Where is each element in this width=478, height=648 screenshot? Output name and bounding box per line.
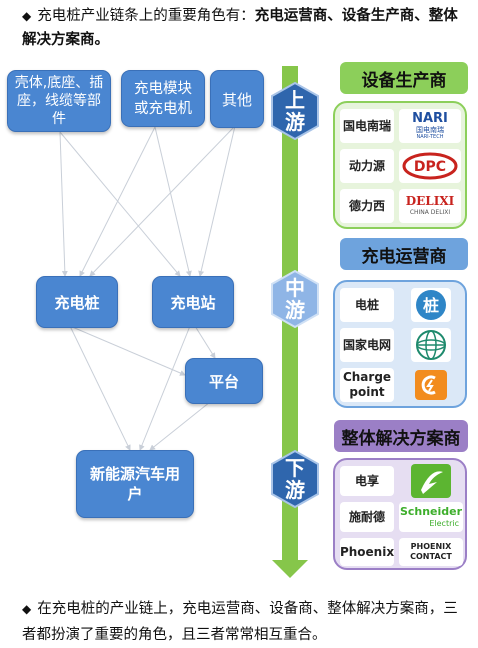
- hexagon-icon: [271, 82, 319, 140]
- link-pile-users: [69, 325, 131, 451]
- phoenix-logo: PHOENIX CONTACT: [399, 538, 463, 566]
- svg-text:桩: 桩: [423, 296, 439, 315]
- link-station-users: [139, 325, 191, 451]
- node-charging-module: 充电模块或充电机: [121, 70, 205, 127]
- conclusion-body: 在充电桩的产业链上，充电运营商、设备商、整体解决方案商，三者都扮演了重要的角色，…: [22, 601, 458, 643]
- node-charging-station: 充电站: [152, 276, 234, 328]
- panel-equipment: 国电南瑞 NARI 国电南瑞 NARI-TECH 动力源 DPC 德力西 DEL…: [333, 101, 467, 229]
- chargepoint-logo: [415, 370, 447, 400]
- panel-solution: 电享 施耐德 Schneider Electric Phoenix PHOENI…: [333, 458, 467, 570]
- company-dianxiang-label: 电享: [340, 466, 394, 496]
- conclusion-text: ◆在充电桩的产业链上，充电运营商、设备商、整体解决方案商，三者都扮演了重要的角色…: [22, 596, 472, 648]
- nari-logo: NARI 国电南瑞 NARI-TECH: [399, 109, 461, 143]
- company-nari-label: 国电南瑞: [340, 109, 394, 143]
- company-dianzhuang-label: 电桩: [340, 288, 394, 322]
- stategrid-logo: [411, 328, 451, 362]
- link-module-pile: [79, 126, 156, 277]
- dpc-logo: DPC: [399, 149, 461, 183]
- link-pile-platform: [69, 325, 186, 376]
- dianzhuang-logo: 桩: [411, 288, 451, 322]
- delixi-logo: DELIXI CHINA DELIXI: [399, 189, 461, 223]
- company-dpc-label: 动力源: [340, 149, 394, 183]
- bullet-icon: ◆: [22, 9, 32, 23]
- company-chargepoint-label: Charge point: [340, 368, 394, 402]
- hex-downstream: 下 游: [270, 450, 320, 508]
- dpc-swirl-icon: DPC: [402, 152, 458, 180]
- svg-text:DPC: DPC: [414, 159, 446, 175]
- link-other-pile: [89, 125, 236, 277]
- link-shell-pile: [59, 131, 68, 277]
- hex-upstream: 上 游: [270, 82, 320, 140]
- company-phoenix-label: Phoenix: [340, 538, 394, 566]
- chargepoint-plug-icon: [421, 375, 436, 395]
- intro-text: ◆ 充电桩产业链条上的重要角色有：充电运营商、设备生产商、整体解决方案商。: [22, 4, 472, 52]
- schneider-logo: Schneider Electric: [399, 502, 463, 532]
- link-other-station: [198, 125, 236, 277]
- link-module-station: [154, 126, 192, 277]
- hex-midstream: 中 游: [270, 270, 320, 328]
- bullet-icon: ◆: [22, 602, 32, 616]
- node-platform: 平台: [185, 358, 263, 404]
- link-platform-users: [149, 401, 211, 451]
- node-other: 其他: [210, 70, 264, 128]
- dianxiang-logo: [411, 464, 451, 498]
- intro-lead: 充电桩产业链条上的重要角色有：: [37, 8, 255, 24]
- hexagon-icon: [271, 270, 319, 328]
- intro-emphasis: 充电运营商、设备生产商、整体解决方案商。: [22, 8, 458, 48]
- dianxiang-bolt-icon: [421, 471, 443, 494]
- company-schneider-label: 施耐德: [340, 502, 394, 532]
- category-solution-title: 整体解决方案商: [334, 420, 468, 452]
- hexagon-icon: [271, 450, 319, 508]
- company-delixi-label: 德力西: [340, 189, 394, 223]
- company-stategrid-label: 国家电网: [340, 328, 394, 362]
- link-station-platform: [194, 325, 216, 359]
- dianzhuang-icon: 桩: [416, 290, 446, 320]
- category-equipment-title: 设备生产商: [340, 62, 468, 94]
- node-charging-pile: 充电桩: [36, 276, 118, 328]
- panel-operator: 电桩 桩 国家电网 Charge point: [333, 280, 467, 408]
- category-operator-title: 充电运营商: [340, 238, 468, 270]
- node-ev-users: 新能源汽车用户: [76, 450, 194, 518]
- stategrid-globe-icon: [416, 330, 446, 360]
- node-shell-parts: 壳体,底座、插座，线缆等部件: [7, 70, 111, 132]
- link-shell-station: [59, 131, 181, 277]
